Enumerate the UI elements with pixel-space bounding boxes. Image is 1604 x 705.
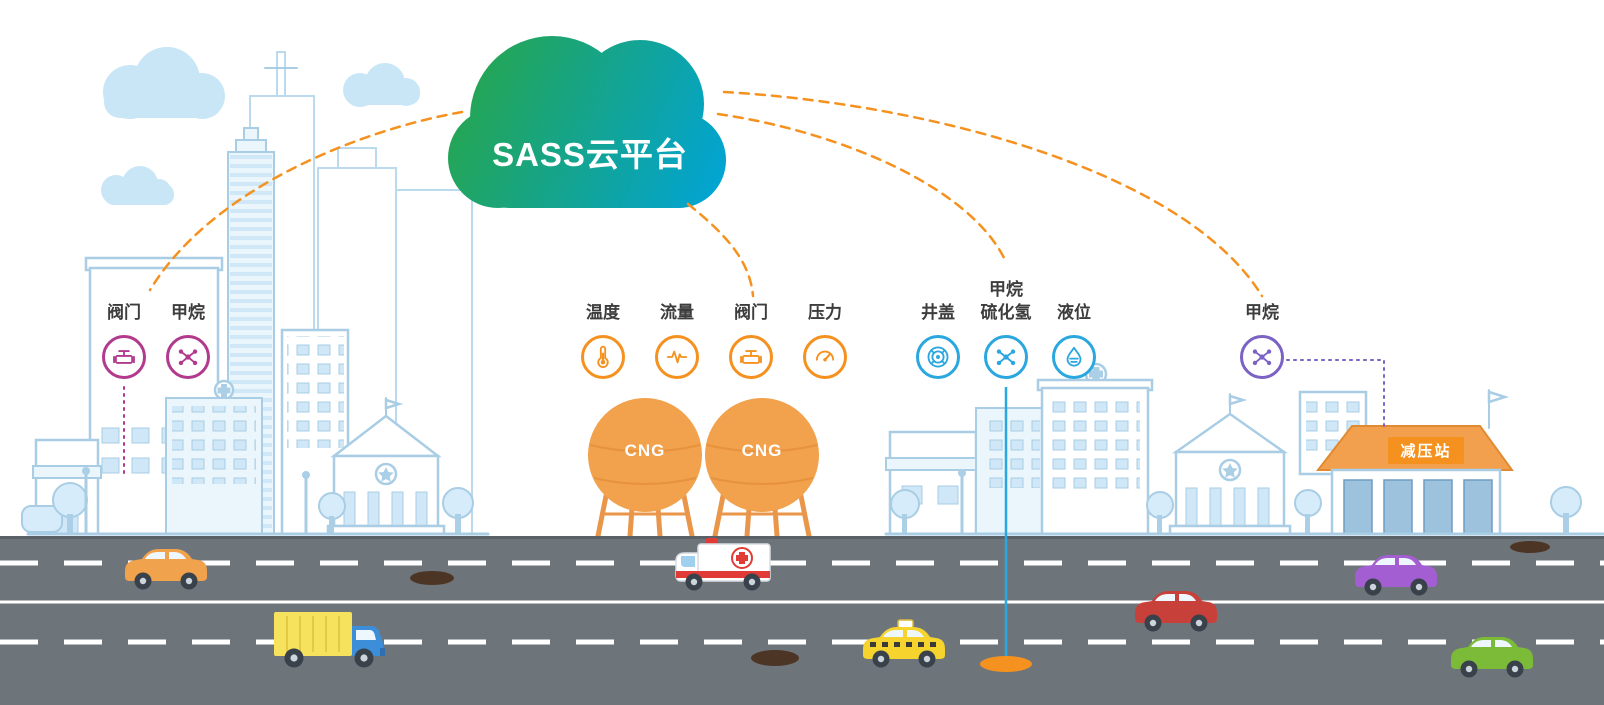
tank-label: CNG <box>624 441 666 460</box>
sensor-level: 液位 <box>1040 279 1108 379</box>
flow-icon <box>655 335 699 379</box>
sensor-label: 液位 <box>1057 303 1091 323</box>
molecule-icon <box>984 335 1028 379</box>
tank-label: CNG <box>741 441 783 460</box>
sensor-label: 硫化氢 <box>980 303 1032 323</box>
sensor-label: 甲烷 <box>171 303 205 323</box>
road <box>0 536 1604 705</box>
ambulance <box>675 538 771 591</box>
city-skyline-left <box>21 51 490 536</box>
sensor-label: 阀门 <box>107 303 141 323</box>
level-icon <box>1052 335 1096 379</box>
molecule-icon <box>166 335 210 379</box>
sensor-valve: 阀门 <box>92 302 156 379</box>
cng-tank-2 <box>705 398 819 539</box>
cng-tank-1 <box>588 398 702 539</box>
sensor-label: 温度 <box>586 303 620 323</box>
sensor-label: 流量 <box>660 303 694 323</box>
sensor-flow: 流量 <box>640 302 714 379</box>
valve-icon <box>102 335 146 379</box>
orange-car <box>125 549 207 590</box>
sensor-group-cng: 温度 流量 阀门 <box>566 302 862 379</box>
taxi <box>863 619 945 668</box>
link-city-gas <box>148 110 464 292</box>
sensor-label: 压力 <box>808 303 842 323</box>
sensor-methane-h2s: 甲烷 硫化氢 <box>972 279 1040 379</box>
green-car <box>1451 637 1533 678</box>
sensor-temperature: 温度 <box>566 302 640 379</box>
manhole-cover <box>410 571 454 585</box>
sensor-group-city-gas: 阀门 甲烷 <box>92 302 220 379</box>
sensor-label: 甲烷 <box>989 280 1023 300</box>
manhole-icon <box>916 335 960 379</box>
smart-manhole <box>980 656 1032 672</box>
link-station <box>722 90 1264 298</box>
sensor-pressure: 压力 <box>788 302 862 379</box>
molecule-icon <box>1240 335 1284 379</box>
sky-clouds <box>101 47 420 205</box>
saas-cloud-shape <box>448 36 726 208</box>
cloud-platform-title: SASS云平台 <box>492 136 688 173</box>
purple-car <box>1355 555 1437 596</box>
sensor-label: 阀门 <box>734 303 768 323</box>
manhole-cover <box>751 650 799 666</box>
sensor-group-underground: 井盖 甲烷 硫化氢 <box>904 279 1108 379</box>
sensor-group-station: 甲烷 <box>1234 302 1290 379</box>
cng-tanks <box>588 398 819 539</box>
vehicles <box>125 538 1533 678</box>
sensor-methane: 甲烷 <box>156 302 220 379</box>
city-skyline-right <box>884 362 1332 536</box>
sensor-drop-lines <box>123 359 1385 672</box>
cargo-truck <box>274 612 385 668</box>
sensor-label: 井盖 <box>921 303 955 323</box>
red-car <box>1135 591 1217 632</box>
sensor-label: 甲烷 <box>1245 303 1279 323</box>
manhole-cover <box>1510 541 1550 553</box>
valve-icon <box>729 335 773 379</box>
link-cng <box>686 202 755 298</box>
sensor-methane: 甲烷 <box>1234 302 1290 379</box>
station-drop-line <box>1286 359 1385 429</box>
sensor-manhole: 井盖 <box>904 279 972 379</box>
gauge-icon <box>803 335 847 379</box>
sensor-valve: 阀门 <box>714 302 788 379</box>
link-underground <box>716 112 1008 264</box>
cloud-connections <box>148 90 1264 298</box>
station-sign: 减压站 <box>1388 437 1464 464</box>
thermometer-icon <box>581 335 625 379</box>
